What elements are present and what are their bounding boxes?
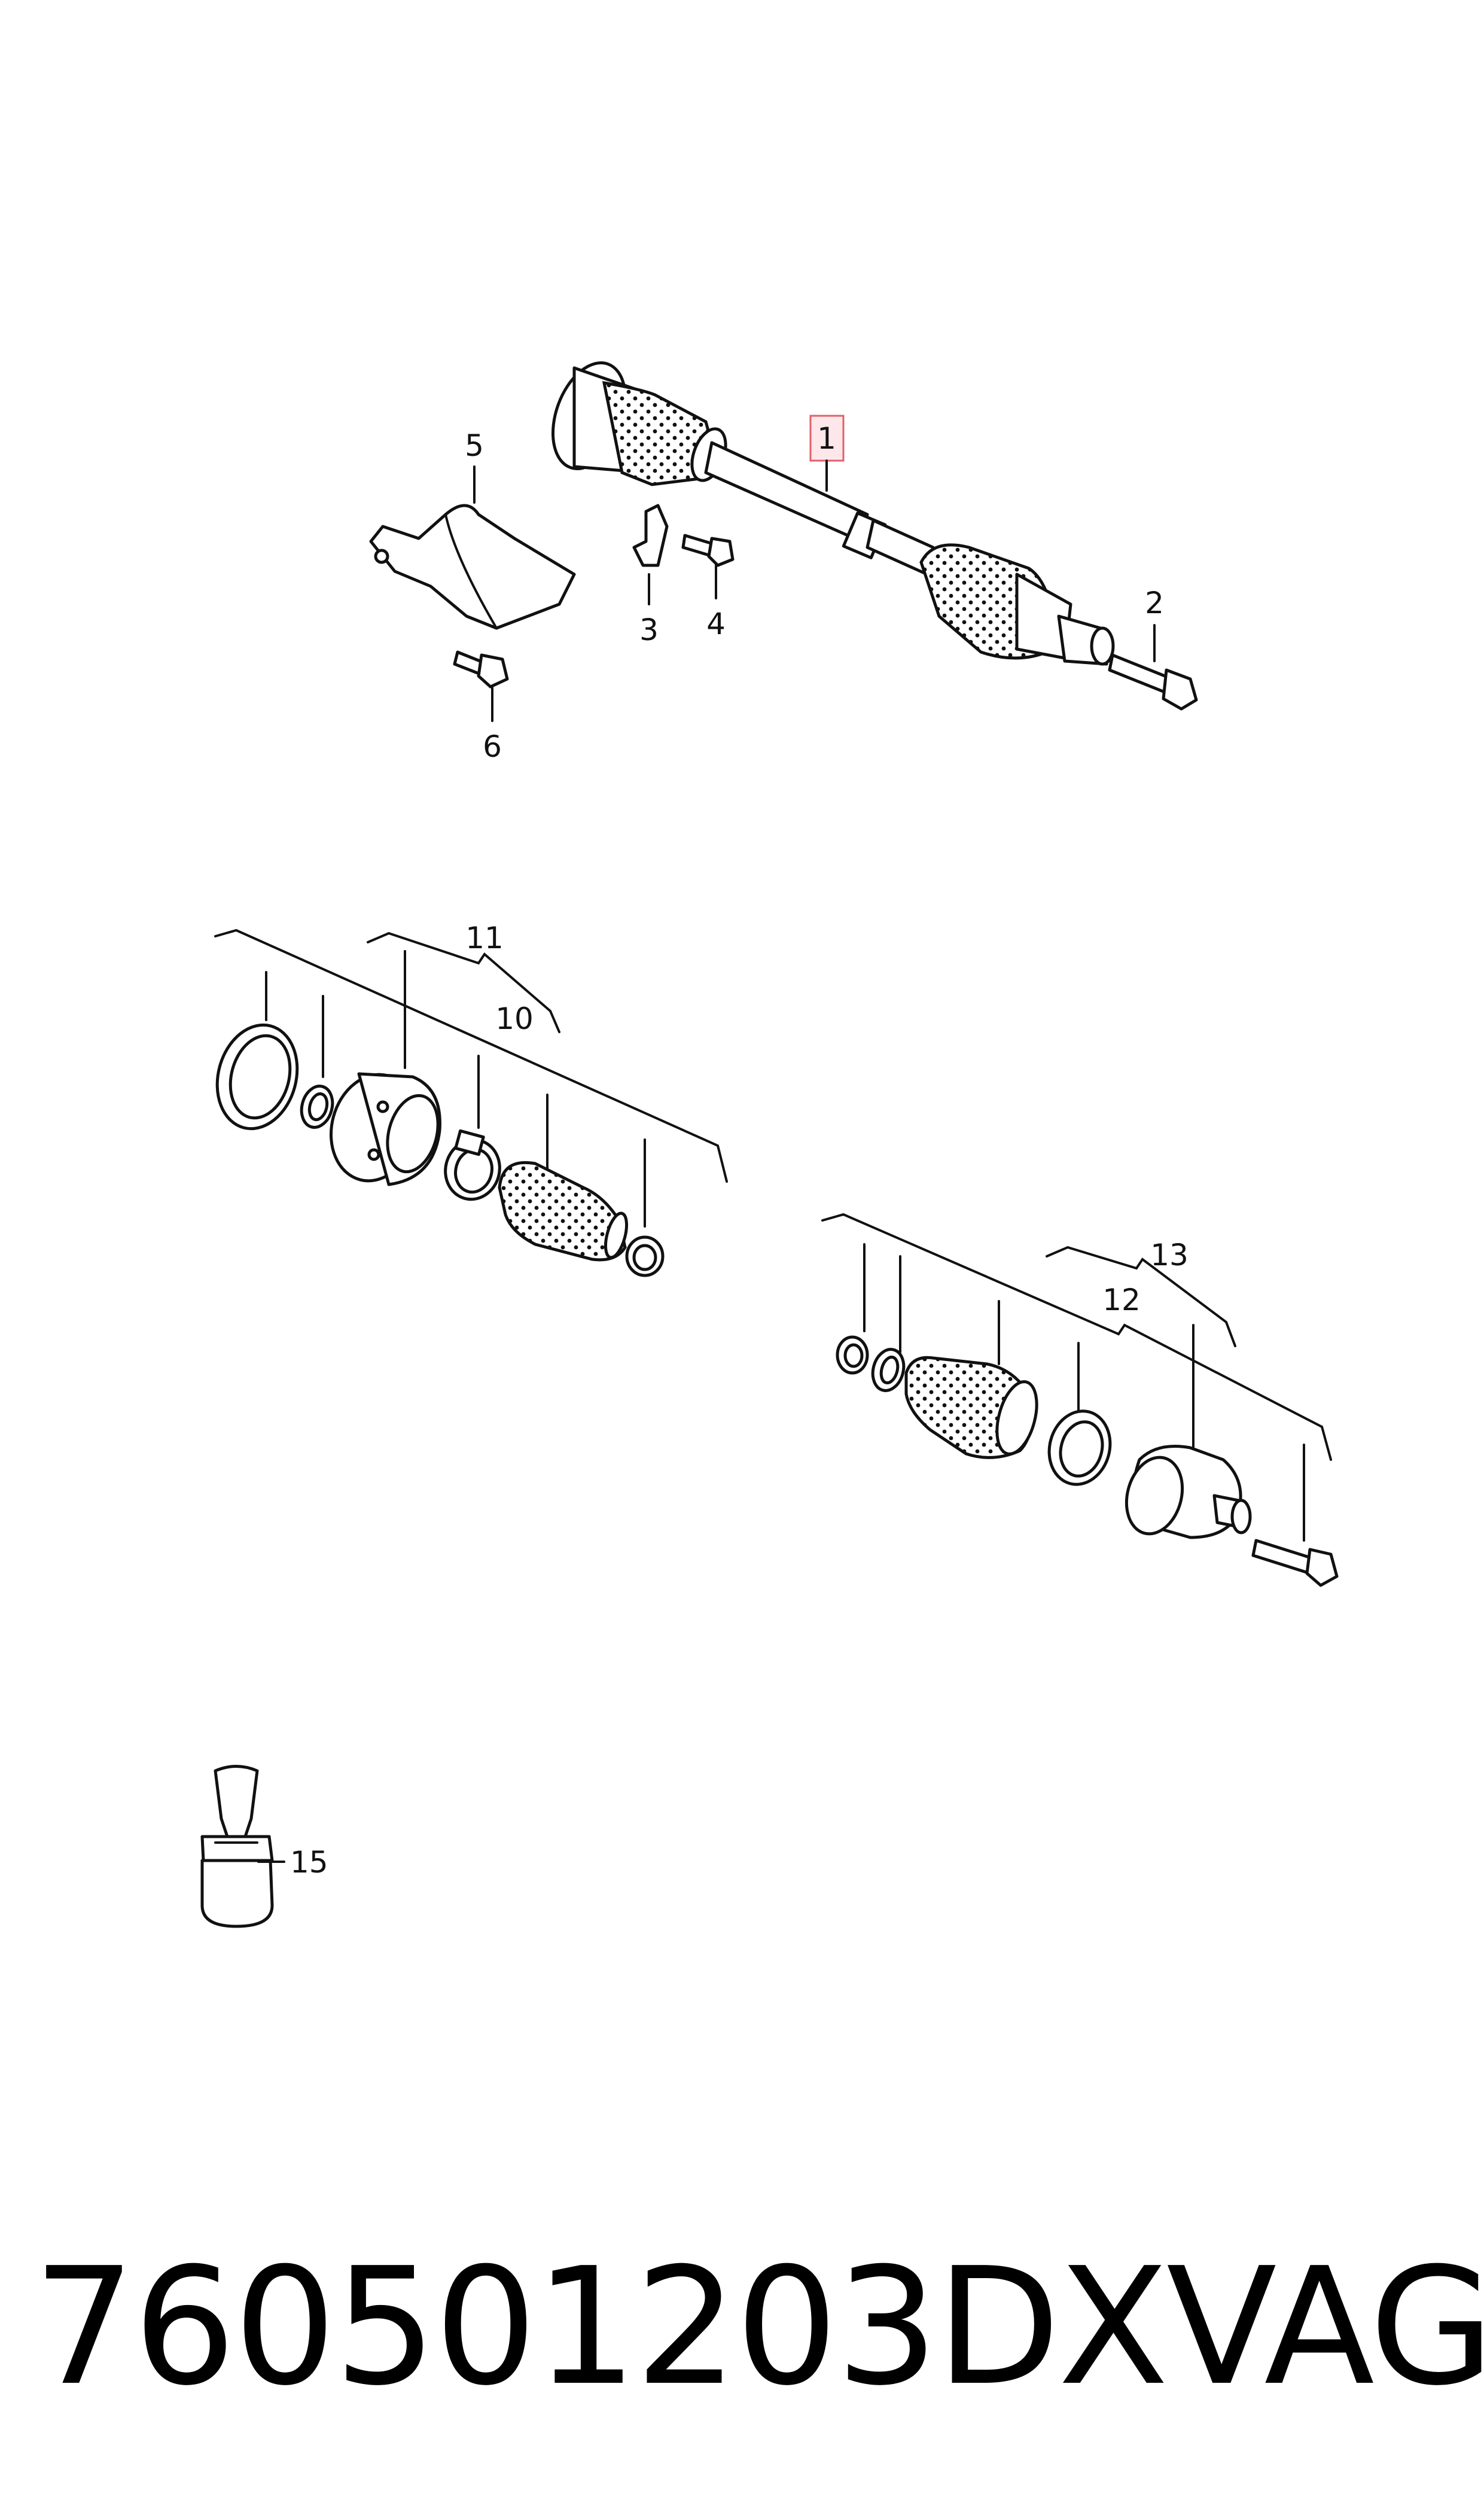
- kit-10-11-parts: [215, 1023, 665, 1277]
- callout-4-label: 4: [706, 607, 726, 641]
- kit-10-11-bracket-lines: [214, 928, 728, 1228]
- callout-2-label: 2: [1145, 586, 1164, 620]
- callout-13[interactable]: 13: [1150, 1238, 1189, 1272]
- callout-6[interactable]: 6: [483, 687, 502, 764]
- callout-3[interactable]: 3: [639, 573, 659, 647]
- callout-4[interactable]: 4: [706, 564, 726, 641]
- callout-1-label: 1: [817, 421, 836, 456]
- callout-2[interactable]: 2: [1145, 586, 1164, 662]
- callout-11-label: 11: [465, 921, 504, 955]
- callout-6-label: 6: [483, 729, 502, 764]
- callout-10-label: 10: [495, 1001, 534, 1036]
- part-number-footer: 760501203DX VAG: [33, 2233, 1484, 2421]
- drive-shaft-assembly: [551, 361, 1115, 666]
- kit-12-13-parts: [836, 1335, 1339, 1587]
- bolt-6: [453, 650, 509, 689]
- clip-3: [632, 504, 669, 567]
- callout-15-label: 15: [290, 1845, 328, 1880]
- grease-tube-15: [200, 1765, 274, 1928]
- callout-12[interactable]: 12: [1102, 1283, 1141, 1317]
- bolt-2: [1108, 653, 1198, 711]
- callout-5[interactable]: 5: [465, 428, 484, 504]
- brand-name: VAG: [1166, 2233, 1484, 2421]
- callout-3-label: 3: [639, 613, 659, 647]
- callout-5-label: 5: [465, 428, 484, 463]
- callout-13-label: 13: [1150, 1238, 1189, 1272]
- callout-11[interactable]: 11: [465, 921, 504, 955]
- screw-4: [681, 534, 735, 567]
- callout-1[interactable]: 1: [809, 415, 845, 492]
- kit-12-13-bracket-lines: [821, 1213, 1332, 1542]
- heat-shield-5: [369, 504, 576, 630]
- callout-10[interactable]: 10: [495, 1001, 534, 1036]
- part-number: 760501203DX: [33, 2233, 1169, 2421]
- callout-15[interactable]: 15: [257, 1845, 328, 1880]
- callout-12-label: 12: [1102, 1283, 1141, 1317]
